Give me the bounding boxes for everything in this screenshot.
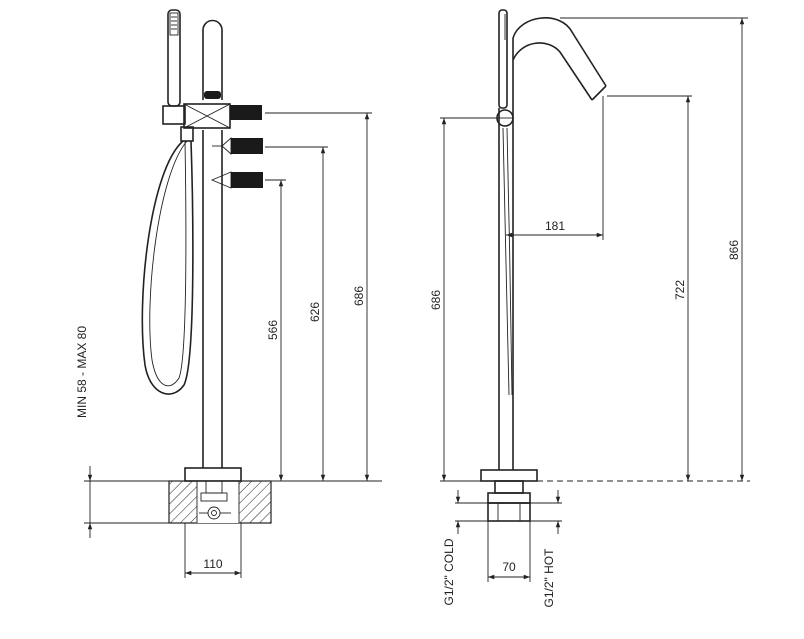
front-dim-110: 110 xyxy=(184,523,242,578)
cold-connection-label: G1/2" COLD xyxy=(442,538,456,605)
side-dim-866-label: 866 xyxy=(727,240,741,260)
front-dim-626: 626 xyxy=(308,147,326,481)
side-dim-70: 70 xyxy=(487,521,531,582)
front-handle-bottom xyxy=(210,171,263,189)
front-dim-110-label: 110 xyxy=(203,557,222,571)
front-hand-shower xyxy=(167,9,181,107)
side-dim-722: 722 xyxy=(673,96,691,481)
side-dim-70-label: 70 xyxy=(502,560,516,574)
side-spout xyxy=(512,17,607,101)
side-dim-181: 181 xyxy=(505,96,604,240)
front-dim-686: 686 xyxy=(352,113,370,481)
side-hand-shower xyxy=(498,9,508,109)
front-dim-626-label: 626 xyxy=(308,302,322,322)
side-connector xyxy=(487,480,531,522)
front-dim-566-label: 566 xyxy=(266,320,280,340)
front-hose xyxy=(141,126,194,395)
side-mixer-holder xyxy=(496,109,514,127)
side-cold-connection: G1/2" COLD xyxy=(442,490,461,605)
side-hot-connection: G1/2" HOT xyxy=(542,490,561,608)
side-view: G1/2" COLD G1/2" HOT 70 686 181 xyxy=(429,9,750,608)
hot-connection-label: G1/2" HOT xyxy=(542,548,556,608)
side-dim-722-label: 722 xyxy=(673,280,687,300)
front-floor-section xyxy=(168,480,272,524)
front-handle-middle xyxy=(212,136,263,156)
side-base-flange xyxy=(480,469,538,482)
front-dim-install-depth-label: MIN 58 - MAX 80 xyxy=(75,326,89,418)
side-column xyxy=(498,38,514,470)
front-base-flange xyxy=(184,467,242,482)
front-handle-top xyxy=(230,105,262,120)
front-dim-566: 566 xyxy=(266,180,284,481)
front-view: 566 626 686 MIN 58 - MAX 80 110 xyxy=(75,9,382,578)
side-dim-866: 866 xyxy=(727,18,745,481)
side-dim-686: 686 xyxy=(429,118,447,481)
front-dim-install-depth: MIN 58 - MAX 80 xyxy=(75,326,93,538)
side-hose xyxy=(502,127,513,396)
front-spout xyxy=(202,19,223,100)
side-dim-686-label: 686 xyxy=(429,290,443,310)
front-column xyxy=(202,130,223,468)
front-dim-686-label: 686 xyxy=(352,286,366,306)
side-dim-181-label: 181 xyxy=(545,219,565,233)
front-mixer-body xyxy=(162,103,231,129)
